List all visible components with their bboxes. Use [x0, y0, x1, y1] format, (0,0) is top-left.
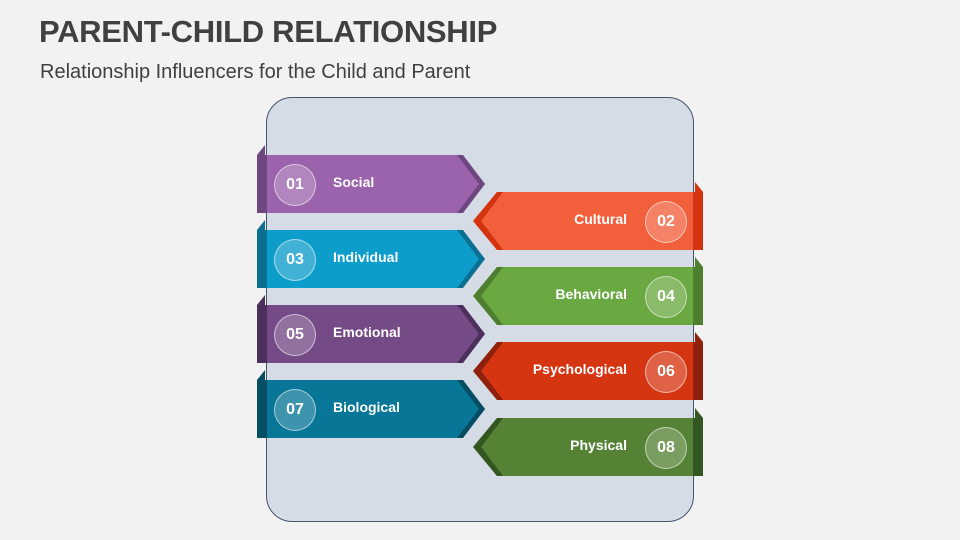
influencer-label: Biological [333, 399, 400, 415]
influencer-label: Individual [333, 249, 399, 265]
influencer-item-physical: 08 Physical [473, 408, 703, 478]
number-badge: 01 [274, 164, 316, 206]
influencer-item-emotional: 05 Emotional [257, 295, 487, 365]
influencer-item-social: 01 Social [257, 145, 487, 215]
arrow-shape-right [257, 220, 485, 288]
arrow-shape-right [257, 295, 485, 363]
number-badge: 07 [274, 389, 316, 431]
number-badge: 08 [645, 427, 687, 469]
influencer-label: Cultural [574, 211, 627, 227]
influencer-item-individual: 03 Individual [257, 220, 487, 290]
influencer-label: Psychological [532, 361, 627, 377]
arrow-shape-right [257, 145, 485, 213]
influencer-item-behavioral: 04 Behavioral [473, 257, 703, 327]
number-badge: 03 [274, 239, 316, 281]
influencer-label: Physical [570, 437, 627, 453]
page-subtitle: Relationship Influencers for the Child a… [40, 61, 471, 83]
page-title: PARENT-CHILD RELATIONSHIP [39, 14, 498, 49]
number-badge: 06 [645, 351, 687, 393]
arrow-shape-left [473, 408, 703, 476]
arrow-shape-left [473, 332, 703, 400]
number-badge: 02 [645, 201, 687, 243]
influencer-item-psychological: 06 Psychological [473, 332, 703, 402]
influencer-label: Social [333, 174, 375, 190]
number-badge: 05 [274, 314, 316, 356]
influencer-label: Behavioral [555, 286, 627, 302]
influencer-label: Emotional [333, 324, 401, 340]
influencer-item-biological: 07 Biological [257, 370, 487, 440]
arrow-shape-left [473, 182, 703, 250]
influencer-item-cultural: 02 Cultural [473, 182, 703, 252]
number-badge: 04 [645, 276, 687, 318]
arrow-shape-left [473, 257, 703, 325]
arrow-shape-right [257, 370, 485, 438]
